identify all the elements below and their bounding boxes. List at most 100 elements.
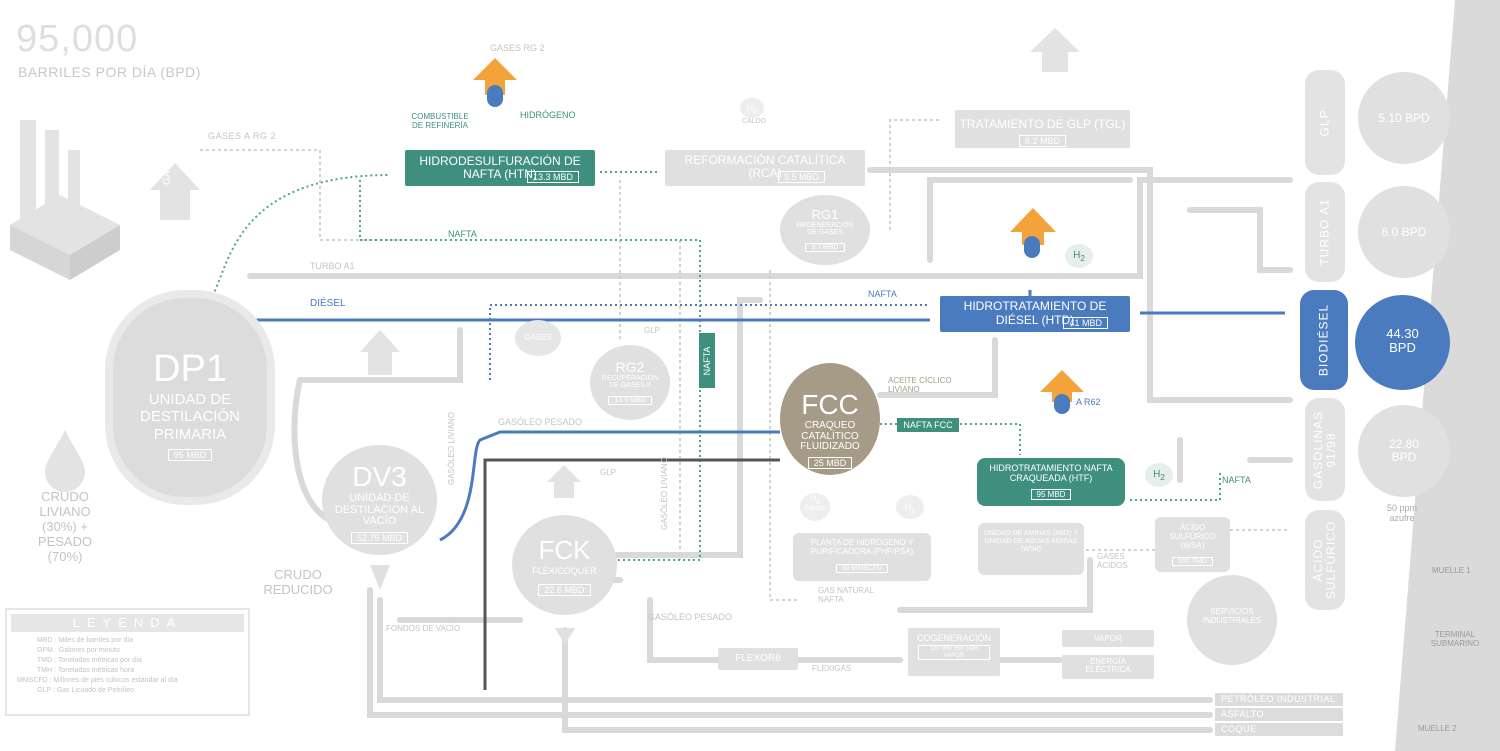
biodiesel-value-text: 44.30 BPD bbox=[1386, 326, 1419, 356]
product-name-turbo: TURBO A1 bbox=[1317, 198, 1332, 266]
stream-glp: GLP bbox=[600, 468, 617, 477]
product-pill-glp: GLP bbox=[1305, 70, 1345, 175]
fcc-title: FCC bbox=[801, 389, 859, 420]
product-pill-turbo: TURBO A1 bbox=[1305, 182, 1345, 282]
htn-rate: 13.3 MBD bbox=[526, 171, 579, 183]
stream-nafta-htf: NAFTA bbox=[1222, 475, 1251, 485]
stream-gases: GASES bbox=[162, 150, 173, 185]
product-value-glp: 5.10 BPD bbox=[1358, 72, 1450, 164]
capacity-unit: BARRILES POR DÍA (BPD) bbox=[18, 64, 201, 80]
servicios-unit: SERVICIOS INDUSTRIALES bbox=[1187, 575, 1277, 665]
product-name-gasolinas: GASOLINAS 91/98 bbox=[1310, 410, 1338, 489]
stream-nafta-fcc: NAFTA FCC bbox=[897, 418, 959, 432]
legend-item: MMSCFD : Millones de pies cúbicos estánd… bbox=[17, 677, 178, 684]
php-unit: PLANTA DE HIDRÓGENO Y PURIFICADORA (PHP/… bbox=[793, 533, 931, 581]
rg1-sub: REGENERACIÓN DE GASES bbox=[796, 222, 854, 236]
dp1-unit: DP1 UNIDAD DE DESTILACIÓN PRIMARIA 95 MB… bbox=[105, 290, 275, 505]
product-name-acido: ÁCIDO SULFÚRICO bbox=[1310, 520, 1338, 600]
wsa-title: ÁCIDO SULFÚRICO (WSA) bbox=[1169, 523, 1216, 550]
rg1-unit: RG1 REGENERACIÓN DE GASES 9.7 MBD bbox=[780, 195, 870, 265]
legend-item: GPM : Galones por minuto bbox=[37, 647, 120, 654]
stream-gases-rg2: GASES A RG 2 bbox=[208, 131, 277, 141]
output-asfalto: ASFALTO bbox=[1215, 708, 1343, 721]
rg1-title: RG1 bbox=[811, 207, 839, 222]
stream-crudo-reducido: CRUDO REDUCIDO bbox=[263, 567, 333, 597]
stream-nafta: NAFTA bbox=[448, 229, 477, 239]
rca-h2-caldo: CALDO bbox=[742, 118, 767, 125]
htf-title: HIDROTRATAMIENTO NAFTA CRAQUEADA (HTF) bbox=[989, 463, 1113, 483]
fck-rate: 22.6 MBD bbox=[538, 584, 591, 596]
port-panel bbox=[1395, 0, 1500, 751]
rca-title: REFORMACIÓN CATALÍTICA (RCA) bbox=[684, 153, 846, 181]
hydrogen-label: HIDRÓGENO bbox=[520, 110, 576, 120]
dv3-sub: UNIDAD DE DESTILACIÓN AL VACÍO bbox=[334, 492, 425, 528]
legend-item: TMD : Toneladas métricas por día bbox=[37, 657, 142, 664]
htf-ar62: A R62 bbox=[1076, 397, 1101, 407]
php-h2-out: H2 bbox=[896, 495, 924, 519]
fck-sub: FLEXICOQUER bbox=[532, 566, 597, 576]
tgl-title: TRATAMIENTO DE GLP (TGL) bbox=[959, 117, 1126, 131]
htf-rate: 95 MBD bbox=[1030, 488, 1072, 500]
product-pill-biodiesel: BIODIÉSEL bbox=[1300, 290, 1348, 390]
wsa-rate: 550 TMD bbox=[1172, 557, 1213, 567]
vapor-title: VAPOR bbox=[1094, 634, 1122, 643]
aminas-title: UNIDAD DE AMINAS (AM2) Y UNIDAD DE AGUAS… bbox=[983, 530, 1079, 554]
fcc-unit: FCC CRAQUEO CATALÍTICO FLUIDIZADO 25 MBD bbox=[780, 363, 880, 475]
stream-fondos: FONDOS DE VACÍO bbox=[386, 624, 461, 633]
legend-item: MBD : Miles de barriles por día bbox=[37, 637, 134, 644]
dp1-sub: UNIDAD DE DESTILACIÓN PRIMARIA bbox=[139, 391, 241, 443]
stream-nafta-vertical: NAFTA bbox=[699, 333, 715, 388]
htf-unit: HIDROTRATAMIENTO NAFTA CRAQUEADA (HTF) 9… bbox=[977, 458, 1125, 506]
rg2-rate: 13.9 MBD bbox=[608, 396, 652, 405]
cogen-rate: 100 MW 350 TMH VAPOR bbox=[918, 645, 990, 661]
product-pill-gasolinas: GASOLINAS 91/98 bbox=[1305, 398, 1345, 501]
dp1-rate: 95 MBD bbox=[167, 448, 213, 461]
htn-fuel-label: COMBUSTIBLE DE REFINERÍA bbox=[411, 112, 469, 131]
htf-h2-bubble: H2 bbox=[1145, 463, 1173, 487]
dp1-title: DP1 bbox=[153, 348, 227, 390]
htd-h2-bubble: H2 bbox=[1065, 244, 1093, 268]
flame-icons bbox=[473, 58, 1084, 414]
legend: LEYENDA MBD : Miles de barriles por día … bbox=[5, 608, 250, 716]
stream-nafta-blue: NAFTA bbox=[868, 289, 897, 299]
rg2-title: RG2 bbox=[615, 359, 645, 375]
htn-gas-out: GASES RG 2 bbox=[490, 43, 545, 53]
cogen-unit: COGENERACIÓN 100 MW 350 TMH VAPOR bbox=[908, 628, 1000, 676]
rca-rate: 9.5 MBD bbox=[777, 171, 825, 183]
dv3-unit: DV3 UNIDAD DE DESTILACIÓN AL VACÍO 52.75… bbox=[322, 445, 437, 555]
product-value-gasolinas: 22.80 BPD bbox=[1358, 405, 1450, 497]
tgl-rate: 8.2 MBD bbox=[1018, 135, 1066, 147]
stream-flexigas: FLEXIGAS bbox=[812, 664, 852, 673]
stream-gas-natural: GAS NATURAL NAFTA bbox=[818, 586, 874, 605]
htd-title: HIDROTRATAMIENTO DE DIÉSEL (HTD) bbox=[963, 299, 1107, 327]
port-muelle1: MUELLE 1 bbox=[1432, 566, 1471, 575]
port-terminal: TERMINAL SUBMARINO bbox=[1430, 630, 1480, 649]
port-muelle2: MUELLE 2 bbox=[1418, 724, 1457, 733]
htd-unit: HIDROTRATAMIENTO DE DIÉSEL (HTD) 41 MBD bbox=[940, 296, 1130, 332]
stream-crudo: CRUDO LIVIANO (30%) + PESADO (70%) bbox=[37, 489, 93, 564]
fck-title: FCK bbox=[538, 535, 591, 565]
factory-icon bbox=[10, 120, 120, 280]
rg2-gases: GASES bbox=[524, 333, 552, 342]
dv3-rate: 52.75 MBD bbox=[350, 531, 409, 544]
rg1-rate: 9.7 MBD bbox=[805, 243, 845, 252]
stream-gases-acidos: GASES ÁCIDOS bbox=[1097, 552, 1128, 571]
gasolinas-value-text: 22.80 BPD bbox=[1388, 437, 1420, 465]
energia-title: ENERGÍA ELÉCTRICA bbox=[1085, 657, 1131, 675]
product-pill-acido: ÁCIDO SULFÚRICO bbox=[1305, 510, 1345, 610]
product-value-biodiesel: 44.30 BPD bbox=[1355, 295, 1450, 390]
stream-gasoleo-liviano-2: GASÓLEO LIVIANO bbox=[660, 457, 669, 530]
rca-h2-bubble: H2 bbox=[740, 98, 764, 118]
rg2-gases-bubble: GASES bbox=[515, 320, 561, 356]
stream-gasoleo-liviano: GASÓLEO LIVIANO bbox=[447, 412, 456, 485]
stream-diesel: DIÉSEL bbox=[310, 298, 346, 309]
product-name-biodiesel: BIODIÉSEL bbox=[1316, 303, 1331, 377]
servicios-title: SERVICIOS INDUSTRIALES bbox=[1202, 607, 1262, 626]
sulfur-note: 50 ppm azufre bbox=[1386, 503, 1418, 524]
flexor-unit: FLEXOR8 bbox=[718, 648, 798, 670]
php-rate: 30 MMSCFD bbox=[835, 563, 889, 573]
fcc-sub: CRAQUEO CATALÍTICO FLUIDIZADO bbox=[800, 420, 860, 452]
stream-gasoleo-pesado: GASÓLEO PESADO bbox=[498, 417, 583, 427]
